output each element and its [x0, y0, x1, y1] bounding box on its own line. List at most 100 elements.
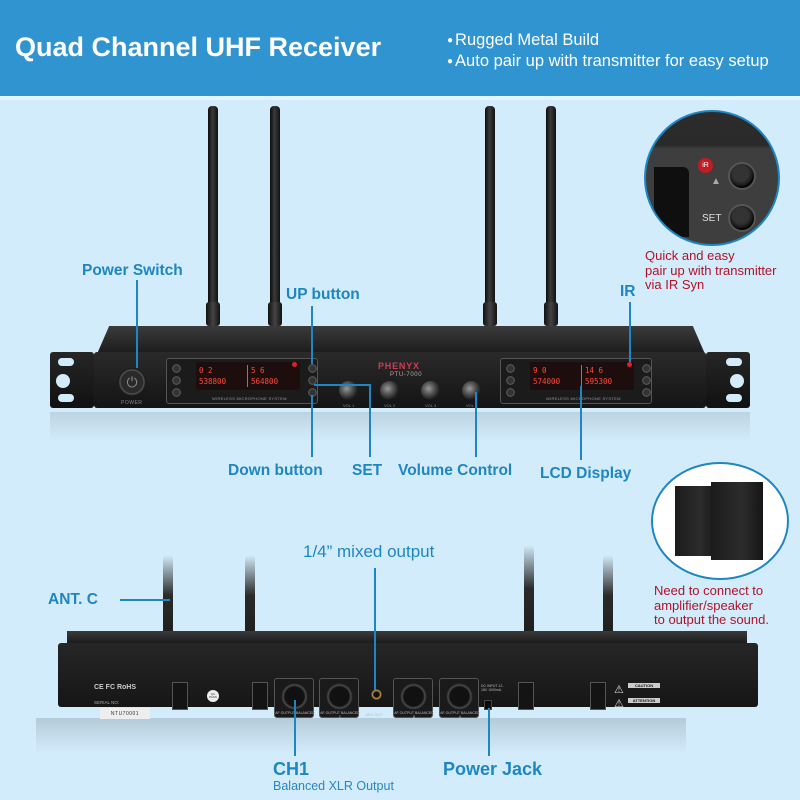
mix-out-jack[interactable] — [371, 689, 382, 700]
speaker-note: Need to connect to amplifier/speaker to … — [654, 583, 769, 627]
back-antenna — [245, 555, 255, 690]
ir-sync-note: Quick and easy pair up with transmitter … — [645, 248, 777, 292]
antenna-socket — [590, 682, 606, 710]
closeup-set-button — [728, 204, 756, 232]
closeup-set-label: SET — [702, 213, 722, 224]
antenna-socket — [252, 682, 268, 710]
knob-label: VOL 1 — [343, 403, 355, 408]
rack-ear-left — [50, 352, 94, 408]
up-button-ch2[interactable] — [308, 364, 317, 373]
speaker-closeup — [651, 462, 789, 580]
back-antenna-c — [163, 555, 173, 690]
down-button-ch4[interactable] — [642, 388, 651, 397]
down-button-ch3[interactable] — [506, 388, 515, 397]
feature-bullet: Rugged Metal Build — [447, 30, 769, 51]
header-banner: Quad Channel UHF Receiver Rugged Metal B… — [0, 0, 800, 96]
leader-line — [314, 384, 370, 386]
up-arrow-icon: ▲ — [711, 176, 721, 187]
ir-sensor-icon — [627, 362, 632, 367]
leader-line — [311, 306, 313, 364]
label-ch1: CH1 — [273, 759, 310, 779]
channel-frequency: 595300 — [585, 377, 613, 386]
label-power-jack: Power Jack — [443, 759, 543, 779]
lcd-display-left: 0 2 538800 5 6 564800 — [196, 362, 300, 390]
up-button-ch4[interactable] — [642, 364, 651, 373]
set-button-ch2[interactable] — [308, 376, 317, 385]
down-button-ch2[interactable] — [308, 388, 317, 397]
speaker-icon — [675, 486, 717, 556]
ir-sensor-icon — [292, 362, 297, 367]
panel-caption: WIRELESS MICROPHONE SYSTEM — [546, 396, 621, 401]
speaker-icon — [711, 482, 763, 560]
leader-line — [580, 386, 582, 460]
set-button-ch3[interactable] — [506, 376, 515, 385]
label-ch1-sub: Balanced XLR Output — [273, 779, 394, 793]
antenna-base — [206, 302, 220, 326]
power-button[interactable]: ⏻ — [118, 368, 146, 396]
label-power-switch: Power Switch — [82, 262, 183, 279]
channel-frequency: 538800 — [199, 377, 227, 386]
qc-pass-badge: QC PASS — [207, 690, 219, 702]
leader-line — [294, 700, 296, 756]
antenna-b — [270, 106, 280, 306]
label-ant-c: ANT. C — [48, 591, 98, 608]
leader-line — [629, 302, 631, 362]
mix-out-label: MIX OUT — [366, 712, 383, 717]
channel-group: 9 0 — [533, 366, 547, 375]
panel-caption: WIRELESS MICROPHONE SYSTEM — [212, 396, 287, 401]
caution-tag: CAUTION — [628, 683, 660, 688]
receiver-top-cover — [97, 326, 705, 354]
antenna-a — [208, 106, 218, 306]
rack-ear-right — [706, 352, 750, 408]
set-button-ch4[interactable] — [642, 376, 651, 385]
closeup-up-button — [728, 162, 756, 190]
channel-group: 5 6 — [251, 366, 265, 375]
certification-marks: CE FC RoHS — [94, 684, 136, 691]
label-set: SET — [352, 462, 383, 479]
ir-badge: iR — [698, 158, 713, 173]
down-button-ch1[interactable] — [172, 388, 181, 397]
antenna-socket — [518, 682, 534, 710]
antenna-socket — [172, 682, 188, 710]
volume-knob-4[interactable] — [462, 381, 481, 400]
label-up-button: UP button — [286, 286, 360, 303]
knob-label: VOL 2 — [384, 403, 396, 408]
volume-knob-3[interactable] — [421, 381, 440, 400]
brand-logo: PHENYX — [378, 361, 420, 371]
warning-labels: ⚠ CAUTION ⚠ ATTENTION — [614, 683, 660, 711]
label-lcd-display: LCD Display — [540, 465, 632, 482]
xlr-output-b[interactable]: AF OUTPUT BALANCED B — [393, 678, 434, 719]
knob-label: VOL 3 — [425, 403, 437, 408]
up-button-ch3[interactable] — [506, 364, 515, 373]
power-icon: ⏻ — [126, 373, 138, 390]
back-reflection — [36, 718, 686, 754]
leader-line — [488, 708, 490, 756]
antenna-base — [268, 302, 282, 326]
serial-number: NTU70001 — [100, 708, 150, 719]
label-ir: IR — [620, 283, 636, 300]
xlr-output-c[interactable]: AF OUTPUT BALANCED C — [319, 678, 360, 719]
channel-group: 0 2 — [199, 366, 213, 375]
channel-frequency: 574000 — [533, 377, 561, 386]
leader-line — [120, 599, 170, 601]
volume-knob-2[interactable] — [380, 381, 399, 400]
channel-group: 14 6 — [585, 366, 604, 375]
header-divider — [0, 96, 800, 100]
leader-line — [369, 384, 371, 457]
label-mixed-output: 1/4” mixed output — [303, 542, 435, 561]
page-title: Quad Channel UHF Receiver — [15, 32, 382, 62]
leader-line — [475, 392, 477, 457]
xlr-output-a[interactable]: AF OUTPUT BALANCED A — [439, 678, 480, 719]
xlr-socket-icon — [446, 683, 473, 710]
up-button-ch1[interactable] — [172, 364, 181, 373]
back-antenna — [603, 555, 613, 690]
warning-triangle-icon: ⚠ — [614, 684, 624, 696]
knob-label: VOL 4 — [466, 403, 478, 408]
antenna-base — [483, 302, 497, 326]
leader-line — [136, 280, 138, 368]
warning-triangle-icon: ⚠ — [614, 698, 624, 710]
feature-bullet: Auto pair up with transmitter for easy s… — [447, 51, 769, 72]
antenna-d — [546, 106, 556, 306]
lcd-display-right: 9 0 574000 14 6 595300 — [530, 362, 634, 390]
set-button-ch1[interactable] — [172, 376, 181, 385]
